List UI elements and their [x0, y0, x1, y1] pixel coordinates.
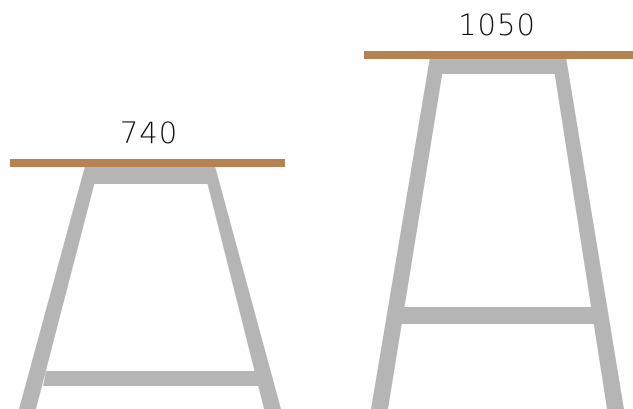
- low-table-frame: [19, 166, 281, 409]
- high-table-footrest-bar: [401, 307, 596, 324]
- high-table-tabletop: [364, 51, 633, 59]
- low-table-footrest-bar: [43, 371, 260, 386]
- low-table-right-leg: [203, 166, 281, 409]
- high-table: 1050: [364, 8, 633, 409]
- low-table-top-rail: [83, 166, 219, 184]
- high-table-frame: [371, 57, 624, 409]
- low-table-height-label: 740: [120, 116, 178, 150]
- low-table-left-leg: [19, 166, 99, 409]
- high-table-height-label: 1050: [458, 8, 536, 42]
- high-table-left-leg: [371, 57, 445, 409]
- low-table-tabletop: [10, 159, 285, 167]
- high-table-right-leg: [552, 57, 624, 409]
- low-table: 740: [10, 116, 285, 409]
- high-table-top-rail: [428, 57, 568, 74]
